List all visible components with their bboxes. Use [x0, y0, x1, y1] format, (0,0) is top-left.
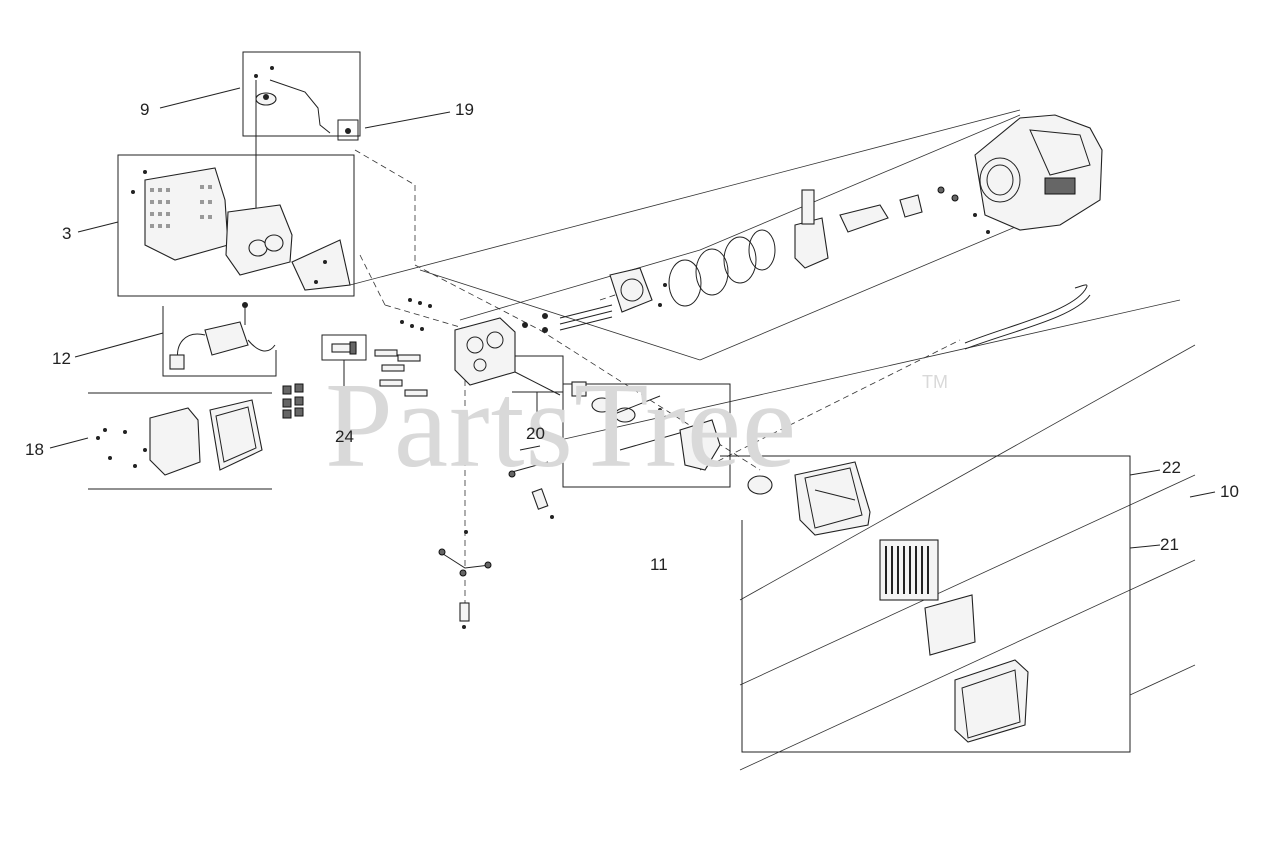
- callout-9: 9: [140, 100, 150, 119]
- perspective-line: [699, 114, 1021, 251]
- callout-19: 19: [455, 100, 474, 119]
- part-filter-element: [879, 539, 939, 601]
- callout-10: 10: [1220, 482, 1239, 501]
- perspective-line-long: [739, 344, 1196, 601]
- part-springs: [282, 383, 304, 419]
- leader-10: [1189, 491, 1216, 498]
- part-air-filter-cover: [954, 659, 1029, 743]
- callout-11: 11: [650, 555, 668, 574]
- perspective-line-top: [349, 109, 1021, 286]
- part-bolts: [374, 349, 428, 397]
- callout-12: 12: [52, 349, 71, 368]
- callout-3: 3: [62, 224, 72, 243]
- part-small-bolts: [400, 298, 548, 333]
- leader-12: [74, 332, 164, 358]
- leader-3: [77, 221, 119, 233]
- callout-24: 24: [335, 427, 354, 446]
- part-push-rods: [559, 304, 613, 331]
- part-air-filter-base: [747, 461, 871, 536]
- part-pre-filter: [924, 594, 976, 656]
- callout-18: 18: [25, 440, 44, 459]
- part-connecting-rod: [658, 186, 990, 307]
- part-engine-block: [974, 114, 1103, 231]
- part-head-gasket: [609, 267, 653, 313]
- perspective-line: [419, 269, 701, 361]
- callout-21: 21: [1160, 535, 1179, 554]
- part-piston-rings: [668, 229, 776, 307]
- leader-21: [1129, 544, 1161, 549]
- group-box-3: [117, 154, 355, 297]
- part-piston: [794, 189, 829, 269]
- watermark-trademark: TM: [922, 372, 948, 392]
- part-ignition-coil: [169, 302, 276, 370]
- leader-19: [364, 111, 451, 129]
- leader-9: [159, 87, 241, 109]
- callout-22: 22: [1162, 458, 1181, 477]
- dash-guide: [359, 254, 386, 306]
- dash-guide: [599, 289, 631, 301]
- callout-20: 20: [526, 424, 545, 443]
- part-lower-linkage: [438, 445, 554, 629]
- part-spark-plug: [331, 341, 357, 355]
- dash-guide: [699, 339, 961, 471]
- perspective-line: [559, 299, 1181, 441]
- dash-guide: [414, 264, 541, 331]
- part-muffler-shield: [131, 167, 351, 291]
- perspective-line-short: [1129, 664, 1196, 696]
- group-box-10: [720, 455, 1131, 753]
- group-box-11: [500, 355, 731, 488]
- leader-22: [1129, 469, 1161, 476]
- part-19-box: [337, 119, 359, 141]
- perspective-line-long: [739, 474, 1196, 686]
- perspective-line-long: [739, 559, 1196, 771]
- part-valve-cover: [96, 399, 263, 476]
- watermark-text: PartsTree: [325, 358, 798, 493]
- group-box-12: [162, 306, 277, 377]
- dash-guide: [354, 149, 416, 186]
- part-fuel-line: [964, 284, 1091, 350]
- perspective-line: [459, 249, 701, 321]
- dash-guide: [384, 304, 471, 331]
- leader-18: [49, 437, 89, 449]
- perspective-line: [699, 224, 1021, 361]
- group-box-9: [242, 51, 361, 137]
- part-intake-gaskets: [514, 371, 721, 471]
